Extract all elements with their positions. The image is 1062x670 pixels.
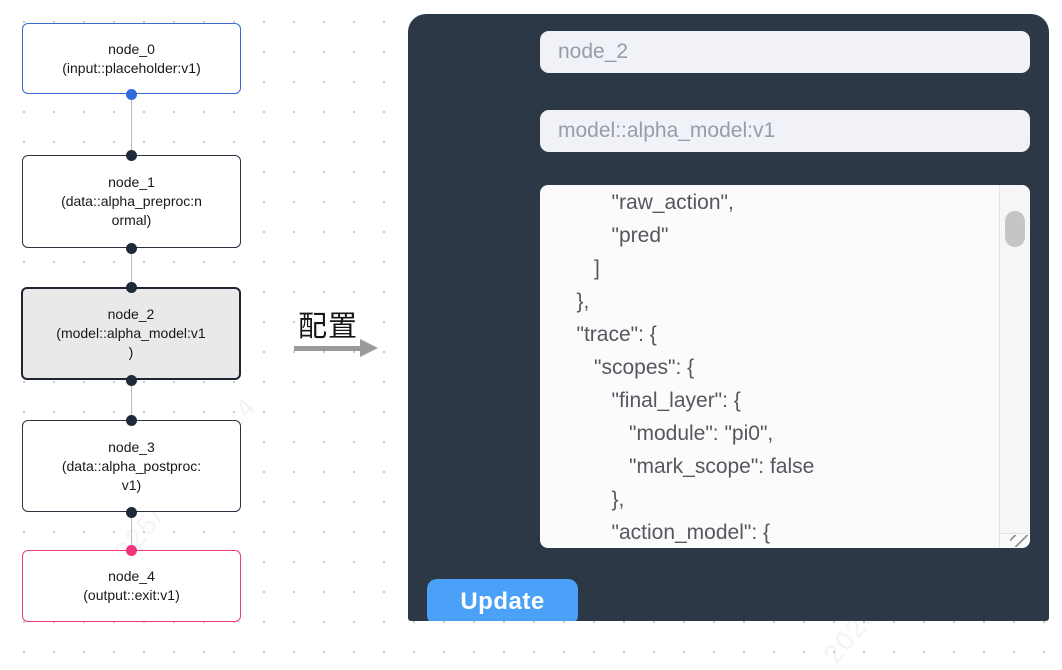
id-input[interactable]	[540, 31, 1030, 73]
config-scrollbar[interactable]	[999, 185, 1030, 533]
flow-node-node_4[interactable]: node_4 (output::exit:v1)	[22, 550, 241, 622]
flow-node-node_3[interactable]: node_3 (data::alpha_postproc: v1)	[22, 420, 241, 512]
port-node2-output[interactable]	[126, 375, 137, 386]
edge-node3-node4	[131, 512, 132, 550]
edge-node2-node3	[131, 380, 132, 420]
config-json-text: "raw_action", "pred" ] }, "trace": { "sc…	[576, 191, 815, 544]
config-scrollbar-thumb[interactable]	[1005, 211, 1025, 247]
type-input[interactable]	[540, 110, 1030, 152]
flow-node-node_0[interactable]: node_0 (input::placeholder:v1)	[22, 23, 241, 94]
configure-label: 配置	[297, 311, 358, 343]
port-node3-input[interactable]	[126, 415, 137, 426]
port-node1-output[interactable]	[126, 243, 137, 254]
resize-grip-icon	[1010, 535, 1028, 547]
config-resize-handle[interactable]	[999, 533, 1030, 548]
port-node1-input[interactable]	[126, 150, 137, 161]
port-node0-output[interactable]	[126, 89, 137, 100]
right-arrow-icon	[294, 339, 386, 357]
edge-node1-node2	[131, 248, 132, 287]
flow-node-node_2[interactable]: node_2 (model::alpha_model:v1 )	[21, 287, 241, 380]
port-node2-input[interactable]	[126, 282, 137, 293]
config-json-editor[interactable]: "raw_action", "pred" ] }, "trace": { "sc…	[540, 185, 1030, 548]
flow-node-node_1[interactable]: node_1 (data::alpha_preproc:n ormal)	[22, 155, 241, 248]
port-node3-output[interactable]	[126, 507, 137, 518]
port-node4-input[interactable]	[126, 545, 137, 556]
edge-node0-node1	[131, 94, 132, 155]
update-button[interactable]: Update	[427, 579, 578, 621]
node-config-panel: ID type config "raw_action", "pred" ] },…	[408, 14, 1049, 621]
